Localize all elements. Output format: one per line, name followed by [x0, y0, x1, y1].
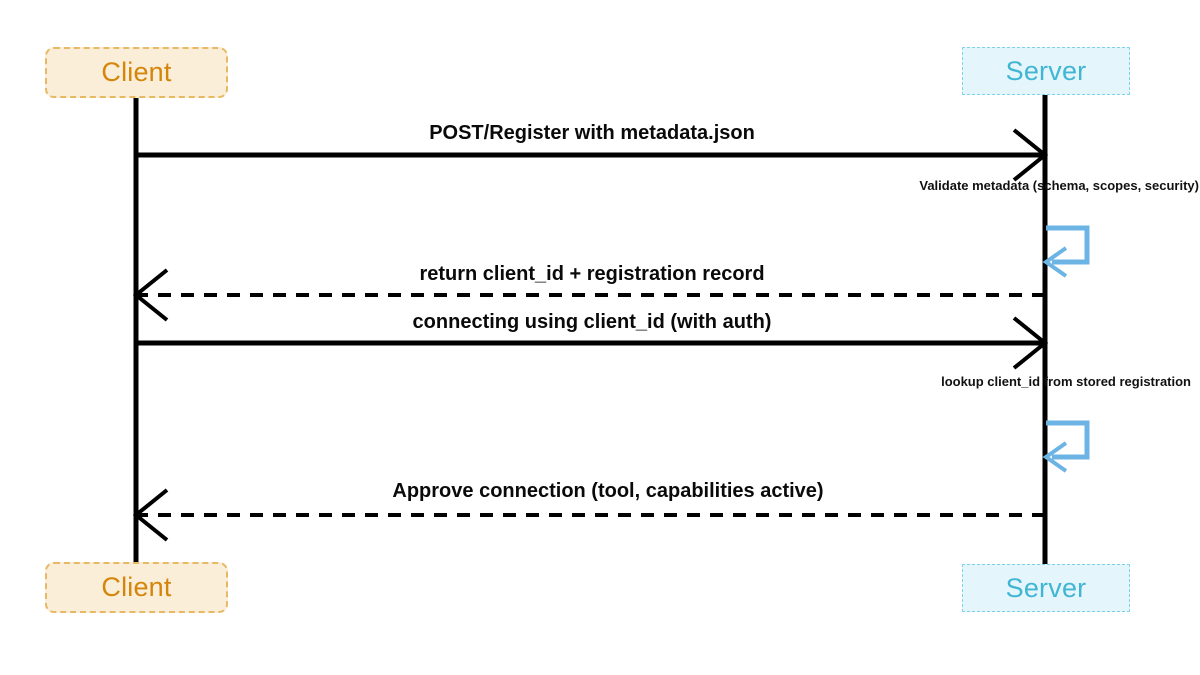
self-loop-loop1	[1046, 225, 1090, 265]
message-label-msg4: Approve connection (tool, capabilities a…	[392, 480, 824, 502]
participant-label-client-top: Client	[101, 57, 172, 87]
participant-label-server-bottom: Server	[1005, 572, 1087, 603]
self-note-label-note2: lookup client_id from stored registratio…	[941, 374, 1191, 389]
arrowhead-loop1	[1042, 246, 1068, 278]
self-loop-loop2	[1046, 420, 1090, 460]
arrowhead-msg1	[1012, 128, 1049, 182]
participant-label-client-bottom: Client	[101, 572, 172, 602]
arrowhead-msg4	[132, 488, 169, 542]
arrowhead-loop2	[1042, 441, 1068, 473]
participant-label-server-top: Server	[1005, 55, 1087, 86]
participant-box-server-top[interactable]: Server	[962, 47, 1130, 95]
participant-box-client-bottom[interactable]: Client	[45, 562, 228, 613]
message-label-msg3: connecting using client_id (with auth)	[412, 311, 772, 333]
arrowhead-msg3	[1012, 316, 1049, 370]
participant-box-server-bottom[interactable]: Server	[962, 564, 1130, 612]
message-label-msg1: POST/Register with metadata.json	[429, 122, 755, 144]
self-note-label-note1: Validate metadata (schema, scopes, secur…	[919, 178, 1199, 193]
arrowhead-msg2	[132, 268, 169, 322]
message-label-msg2: return client_id + registration record	[419, 263, 765, 285]
participant-box-client-top[interactable]: Client	[45, 47, 228, 98]
